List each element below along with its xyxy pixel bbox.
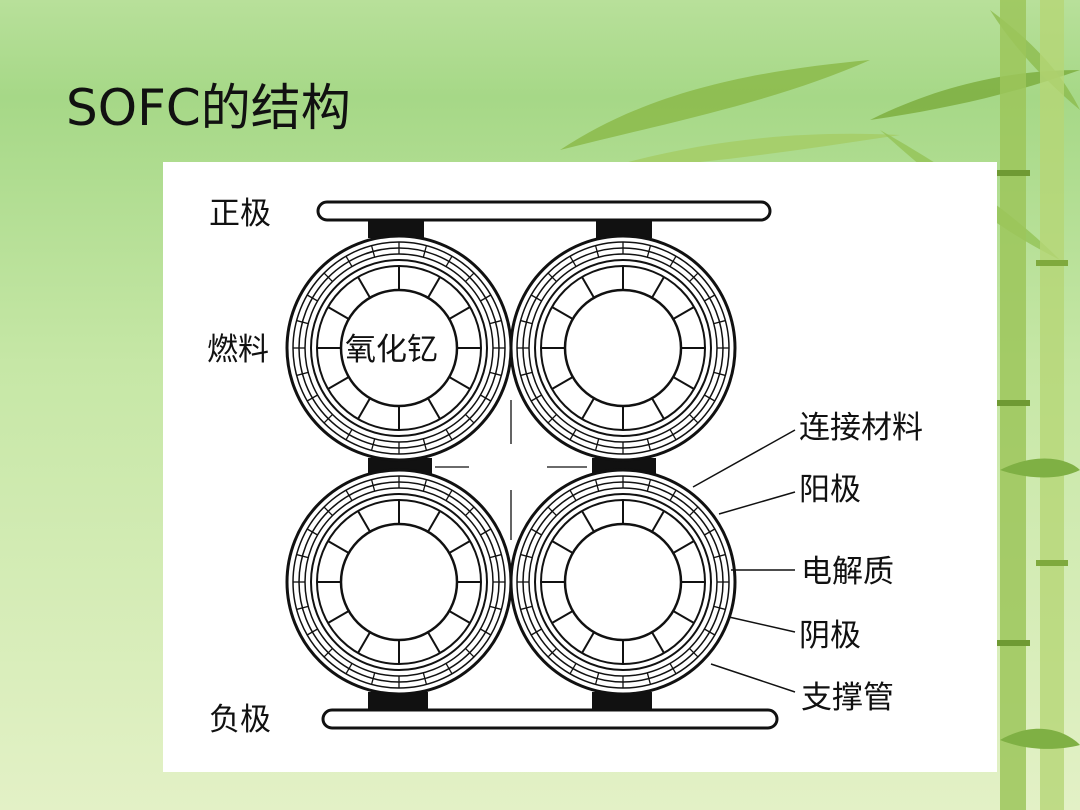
label-anode: 阳极 <box>799 472 861 508</box>
label-yttria: 氧化钇 <box>345 332 438 368</box>
positive-plate <box>316 200 772 222</box>
sofc-diagram: 正极 燃料 氧化钇 负极 连接材料 阳极 电解质 阴极 支撑管 <box>207 196 923 738</box>
label-negative: 负极 <box>209 702 271 738</box>
slide-title: SOFC的结构 <box>66 79 351 137</box>
diagram-panel: 正极 燃料 氧化钇 负极 连接材料 阳极 电解质 阴极 支撑管 <box>163 162 997 772</box>
interconnect-block <box>368 692 428 710</box>
interconnect-block <box>596 220 652 238</box>
fuel-cell-tube <box>285 468 513 696</box>
label-electrolyte: 电解质 <box>801 554 894 590</box>
label-interconnect: 连接材料 <box>799 410 923 446</box>
fuel-cell-tube <box>509 234 737 462</box>
interconnect-block <box>592 692 652 710</box>
label-cathode: 阴极 <box>799 618 861 654</box>
interconnect-block <box>368 220 424 238</box>
label-fuel: 燃料 <box>207 332 269 368</box>
label-positive: 正极 <box>209 196 271 232</box>
fuel-cell-tube <box>509 468 737 696</box>
negative-plate <box>321 708 779 730</box>
label-support-tube: 支撑管 <box>801 680 894 716</box>
